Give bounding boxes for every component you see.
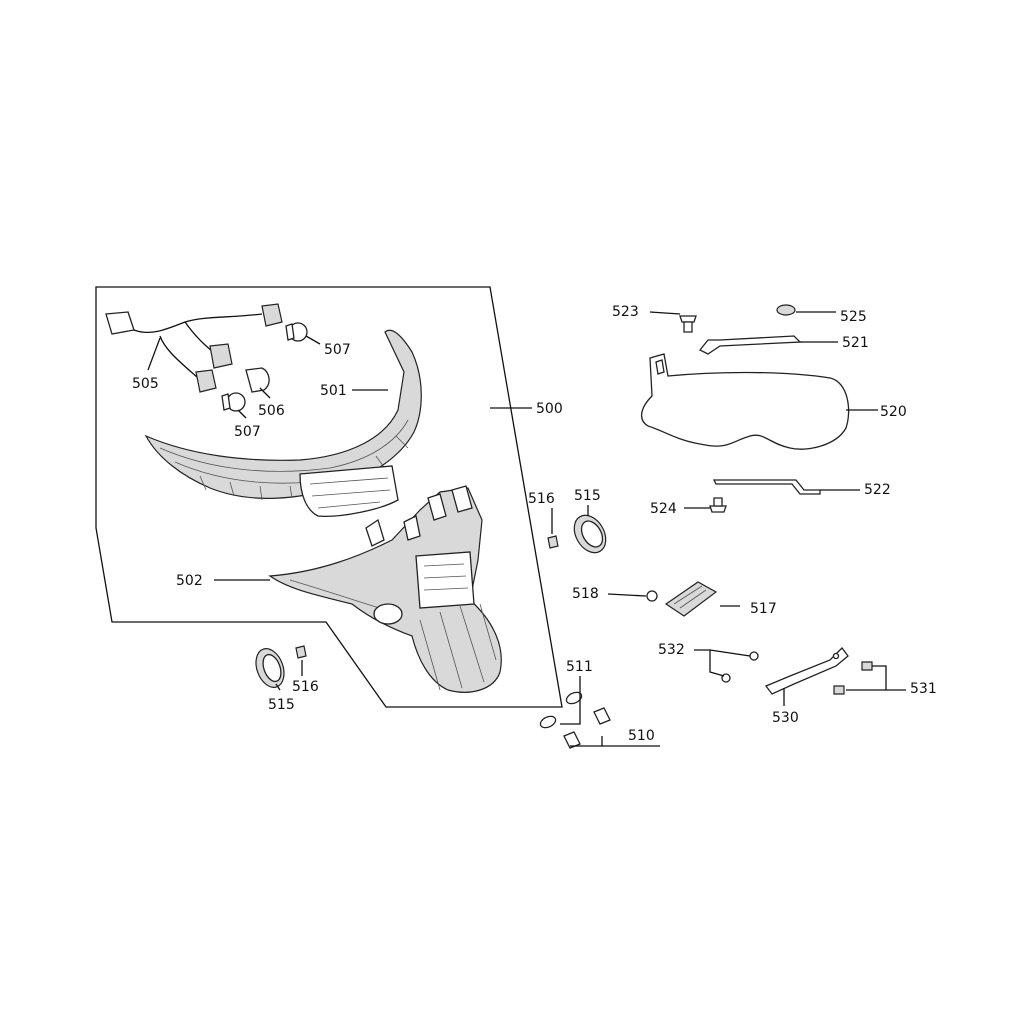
part-522-bracket [712,479,821,495]
label-520: 520 [880,404,907,420]
label-505: 505 [132,376,159,392]
part-515-reflector-left [255,648,285,688]
part-505-wiring-harness [105,303,283,393]
label-531: 531 [910,681,937,697]
label-506: 506 [258,403,285,419]
part-506-bulb [245,367,270,393]
label-502: 502 [176,573,203,589]
label-516-left: 516 [292,679,319,695]
part-523-screw [679,315,697,333]
part-518-nut [646,590,658,602]
label-515-left: 515 [268,697,295,713]
label-522: 522 [864,482,891,498]
label-515-right: 515 [574,488,601,504]
assembly-500-frame [95,286,563,708]
label-511: 511 [566,659,593,675]
label-500: 500 [536,401,563,417]
part-516-nut-right [547,535,559,549]
label-518: 518 [572,586,599,602]
label-516-right: 516 [528,491,555,507]
label-521: 521 [842,335,869,351]
label-501: 501 [320,383,347,399]
label-507-upper: 507 [324,342,351,358]
label-517: 517 [750,601,777,617]
label-510: 510 [628,728,655,744]
leader-lines [147,311,906,747]
label-524: 524 [650,501,677,517]
label-507-lower: 507 [234,424,261,440]
part-525-nut [776,304,796,316]
part-511-washers [539,691,583,729]
part-507-bulb-lower [221,392,246,412]
part-517-reflector [664,581,718,617]
part-515-reflector-right [573,514,607,554]
part-501-taillight-housing [144,329,422,517]
label-525: 525 [840,309,867,325]
part-524-screw [709,497,727,513]
part-520-cover-plate [641,353,850,450]
part-532-nuts [721,651,759,683]
label-532: 532 [658,642,685,658]
part-530-bracket [764,647,849,695]
part-507-bulb-upper [285,322,308,342]
label-530: 530 [772,710,799,726]
part-labels: 500 501 502 505 506 507 507 510 511 515 … [132,304,937,744]
part-502-license-bracket [268,485,502,693]
part-531-bolts [833,661,873,695]
part-521-rod [698,335,802,355]
part-510-bolts [563,707,611,749]
label-523: 523 [612,304,639,320]
part-516-nut-left [295,645,307,659]
